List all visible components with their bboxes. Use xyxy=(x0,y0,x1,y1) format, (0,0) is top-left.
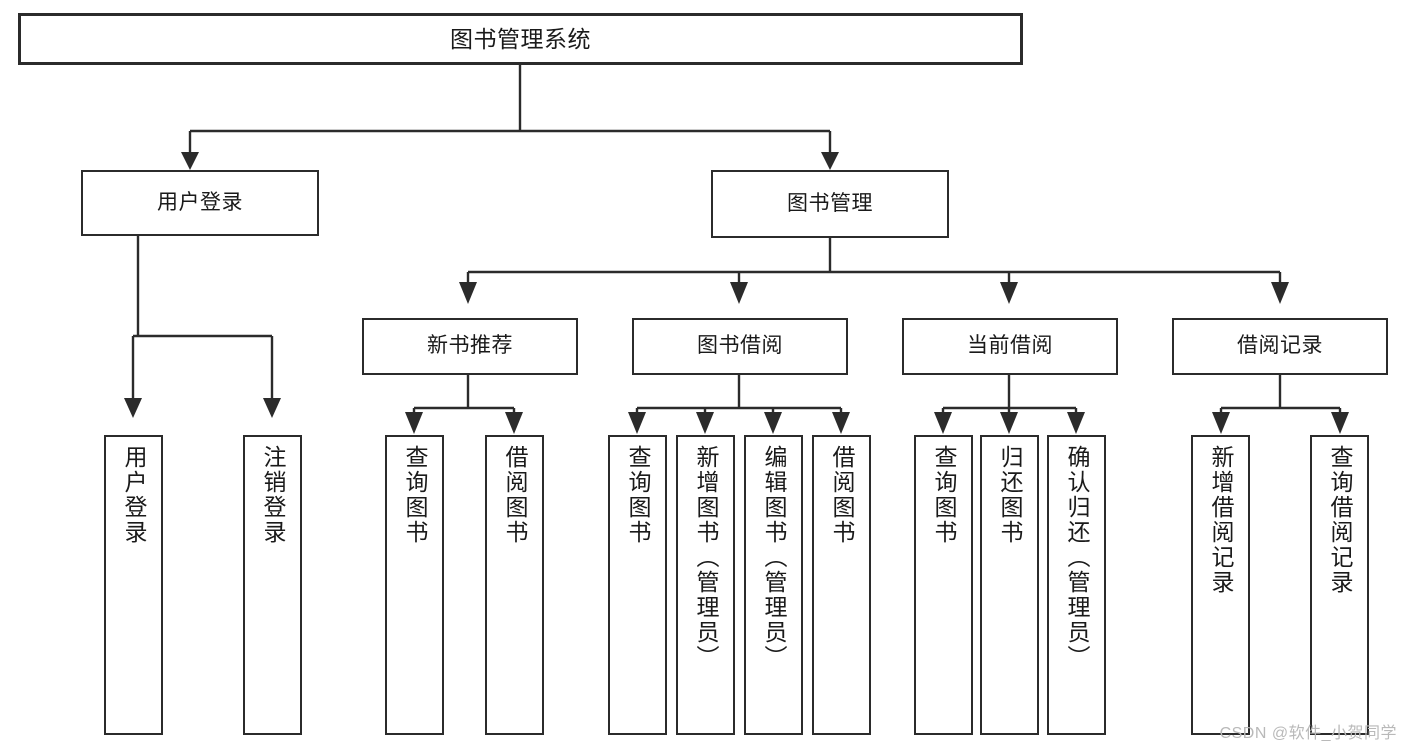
node-book-borrow[interactable]: 图书借阅 xyxy=(632,318,848,375)
leaf-confirm-return[interactable]: 确认归还（管理员） xyxy=(1047,435,1106,735)
node-label: 当前借阅 xyxy=(967,334,1053,358)
leaf-user-login[interactable]: 用户登录 xyxy=(104,435,163,735)
node-label: 查询借阅记录 xyxy=(1327,445,1353,595)
node-label: 图书借阅 xyxy=(697,334,783,358)
node-label: 用户登录 xyxy=(157,190,243,214)
node-label: 编辑图书（管理员） xyxy=(761,445,787,670)
node-user-login[interactable]: 用户登录 xyxy=(81,170,319,236)
leaf-edit-book[interactable]: 编辑图书（管理员） xyxy=(744,435,803,735)
node-label: 新书推荐 xyxy=(427,334,513,358)
node-label: 新增图书（管理员） xyxy=(693,445,719,670)
node-label: 图书管理系统 xyxy=(450,25,591,52)
node-label: 查询图书 xyxy=(625,445,651,545)
node-label: 确认归还（管理员） xyxy=(1064,445,1090,670)
leaf-query-borrow-record[interactable]: 查询借阅记录 xyxy=(1310,435,1369,735)
node-borrow-record[interactable]: 借阅记录 xyxy=(1172,318,1388,375)
node-label: 用户登录 xyxy=(121,445,147,545)
node-new-book-recommend[interactable]: 新书推荐 xyxy=(362,318,578,375)
node-current-borrow[interactable]: 当前借阅 xyxy=(902,318,1118,375)
leaf-query-book-recommend[interactable]: 查询图书 xyxy=(385,435,444,735)
node-label: 查询图书 xyxy=(402,445,428,545)
node-label: 借阅图书 xyxy=(829,445,855,545)
node-book-manage[interactable]: 图书管理 xyxy=(711,170,949,238)
leaf-add-borrow-record[interactable]: 新增借阅记录 xyxy=(1191,435,1250,735)
leaf-query-book-current[interactable]: 查询图书 xyxy=(914,435,973,735)
node-label: 注销登录 xyxy=(260,445,286,545)
leaf-borrow-book[interactable]: 借阅图书 xyxy=(812,435,871,735)
leaf-return-book[interactable]: 归还图书 xyxy=(980,435,1039,735)
leaf-query-book-borrow[interactable]: 查询图书 xyxy=(608,435,667,735)
node-label: 归还图书 xyxy=(997,445,1023,545)
leaf-add-book[interactable]: 新增图书（管理员） xyxy=(676,435,735,735)
node-root-book-management-system[interactable]: 图书管理系统 xyxy=(18,13,1023,65)
node-label: 图书管理 xyxy=(787,191,873,215)
node-label: 查询图书 xyxy=(931,445,957,545)
leaf-user-logout[interactable]: 注销登录 xyxy=(243,435,302,735)
leaf-borrow-book-recommend[interactable]: 借阅图书 xyxy=(485,435,544,735)
node-label: 新增借阅记录 xyxy=(1208,445,1234,595)
node-label: 借阅图书 xyxy=(502,445,528,545)
node-label: 借阅记录 xyxy=(1237,334,1323,358)
csdn-watermark: CSDN @软件_小贺同学 xyxy=(1219,725,1397,742)
